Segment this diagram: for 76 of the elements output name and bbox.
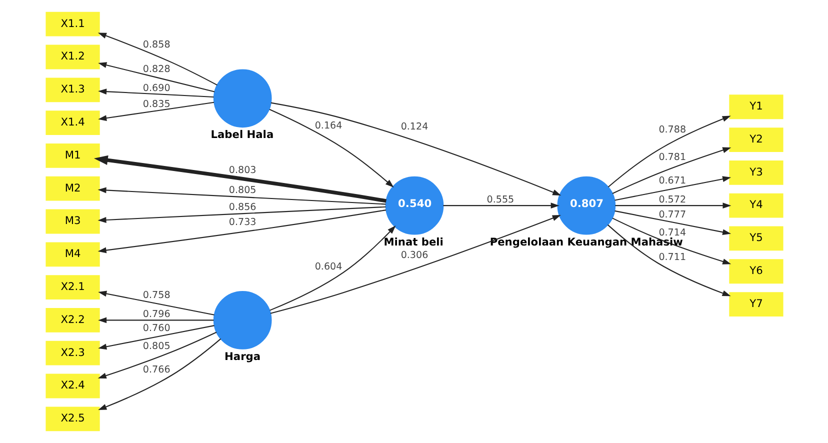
edge-label: 0.760 — [142, 323, 170, 334]
arrow — [97, 32, 217, 86]
node-label: Minat beli — [383, 235, 443, 248]
edge-label: 0.555 — [486, 194, 514, 206]
arrow — [98, 102, 214, 121]
edge-label: 0.306 — [400, 250, 428, 261]
arrow — [97, 210, 386, 254]
node-box: Y4 — [728, 193, 783, 218]
node-box: Y5 — [728, 226, 783, 251]
arrow — [612, 218, 731, 264]
edge-label: 0.805 — [142, 341, 170, 352]
edge-label: 0.758 — [142, 290, 170, 302]
arrow — [270, 215, 560, 314]
arrow — [270, 102, 561, 196]
arrow — [269, 226, 396, 311]
node-box: Y2 — [728, 128, 783, 152]
edge-label: 0.835 — [142, 99, 170, 110]
arrow — [98, 338, 221, 410]
arrow — [268, 108, 394, 188]
edge-label: 0.828 — [142, 64, 170, 76]
edge-label: 0.781 — [658, 152, 686, 164]
arrow — [98, 325, 214, 350]
node-box: X2.5 — [45, 406, 100, 432]
arrow — [98, 290, 214, 316]
edge-label: 0.572 — [658, 194, 686, 206]
edge-label: 0.805 — [228, 185, 256, 196]
edge-label: 0.796 — [142, 309, 170, 320]
node-circle — [212, 69, 272, 128]
edge-label: 0.788 — [658, 124, 686, 136]
edge-label: 0.671 — [658, 176, 686, 187]
node-label: Harga — [224, 350, 260, 363]
node-box: X2.1 — [45, 275, 100, 300]
arrow — [614, 210, 731, 236]
arrow — [93, 155, 386, 203]
node-box: M3 — [45, 209, 100, 234]
arrow — [614, 176, 731, 201]
edge-label: 0.777 — [658, 209, 686, 220]
edge-label: 0.856 — [228, 202, 256, 214]
node-box: X1.4 — [45, 110, 100, 135]
arrow — [612, 147, 731, 194]
node-label: Label Hala — [210, 128, 274, 142]
node-box: M4 — [45, 242, 100, 267]
edge-label: 0.714 — [658, 228, 686, 239]
node-box: Y1 — [728, 94, 783, 120]
arrow — [98, 88, 214, 98]
node-box: X2.3 — [45, 340, 100, 366]
edge-label: 0.733 — [228, 216, 256, 228]
arrow — [606, 224, 730, 296]
node-box: M1 — [45, 144, 100, 168]
node-box: X1.3 — [45, 78, 100, 102]
arrow — [607, 116, 730, 188]
arrow — [442, 202, 559, 209]
arrow — [98, 62, 214, 92]
edge-label: 0.858 — [142, 40, 170, 51]
node-box: X1.1 — [45, 12, 100, 36]
node-circle — [212, 291, 272, 350]
node-box: Y3 — [728, 160, 783, 185]
node-box: X2.2 — [45, 308, 100, 332]
arrow — [97, 187, 386, 205]
arrow — [614, 202, 731, 209]
arrow — [98, 317, 214, 324]
edge-label: 0.766 — [142, 364, 170, 376]
edge-label: 0.803 — [228, 164, 256, 176]
arrow — [97, 206, 386, 223]
edge-label: 0.164 — [314, 120, 342, 132]
edge-label: 0.604 — [314, 261, 342, 272]
edge-label: 0.690 — [142, 83, 170, 94]
node-box: Y7 — [728, 292, 783, 316]
node-box: Y6 — [728, 259, 783, 284]
edge-label: 0.711 — [658, 252, 686, 263]
arrow — [97, 332, 216, 378]
node-box: X1.2 — [45, 44, 100, 70]
node-circle: 0.807 — [556, 176, 616, 235]
node-box: X2.4 — [45, 374, 100, 398]
node-box: M2 — [45, 176, 100, 201]
edge-label: 0.124 — [400, 121, 428, 132]
